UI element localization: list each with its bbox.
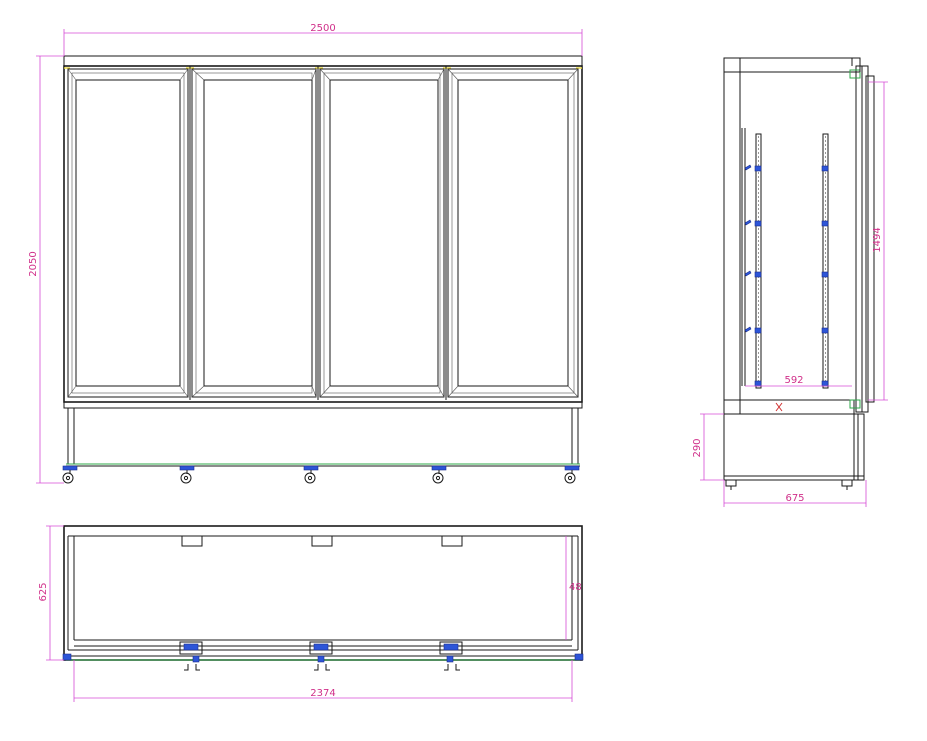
dim-plan-depth: 625 (38, 525, 64, 661)
dim-plan-inner-width-label: 2374 (310, 688, 335, 699)
front-door-4 (447, 68, 579, 398)
dim-plan-wall-label: 48 (569, 582, 582, 593)
side-shelf-clips (744, 164, 829, 387)
front-body (63, 65, 583, 403)
side-section: 1494 592 290 675 (692, 57, 888, 507)
dim-side-depth-label: 675 (785, 493, 804, 504)
front-caster-1 (62, 465, 78, 484)
dim-side-shelf-height-label: 1494 (872, 227, 883, 252)
front-door-1 (67, 68, 189, 398)
dim-plan-inner-width: 2374 (73, 660, 573, 702)
dim-front-width: 2500 (63, 23, 583, 56)
front-door-2 (191, 68, 317, 398)
side-bottom-insulation (723, 399, 855, 415)
front-caster-4 (431, 465, 447, 484)
dim-front-height: 2050 (28, 55, 64, 484)
dim-side-inner-depth: 592 (745, 375, 852, 387)
front-caster-3 (303, 465, 319, 484)
dim-front-height-label: 2050 (28, 251, 39, 276)
dim-plan-depth-label: 625 (38, 582, 49, 601)
front-base-rail (63, 401, 583, 409)
side-base (723, 413, 865, 481)
dim-side-depth: 675 (723, 480, 867, 507)
side-caster-left (725, 479, 737, 487)
front-canopy (63, 55, 583, 67)
front-caster-2 (179, 465, 195, 484)
dim-side-shelf-height: 1494 (868, 81, 888, 401)
dim-side-base-height: 290 (692, 413, 724, 481)
side-top-insulation (723, 57, 861, 73)
dim-side-inner-depth-label: 592 (784, 375, 803, 386)
dim-side-base-height-label: 290 (692, 438, 703, 457)
side-back-insulation (723, 57, 741, 415)
dim-plan-wall: 48 (565, 536, 582, 640)
plan-hinges (62, 641, 584, 663)
front-elevation: 2500 2050 (28, 23, 583, 484)
front-caster-5 (564, 465, 580, 484)
plan-view: 625 48 2374 (38, 525, 584, 702)
front-door-3 (319, 68, 445, 398)
side-caster-right (841, 479, 853, 487)
dim-front-width-label: 2500 (310, 23, 335, 34)
